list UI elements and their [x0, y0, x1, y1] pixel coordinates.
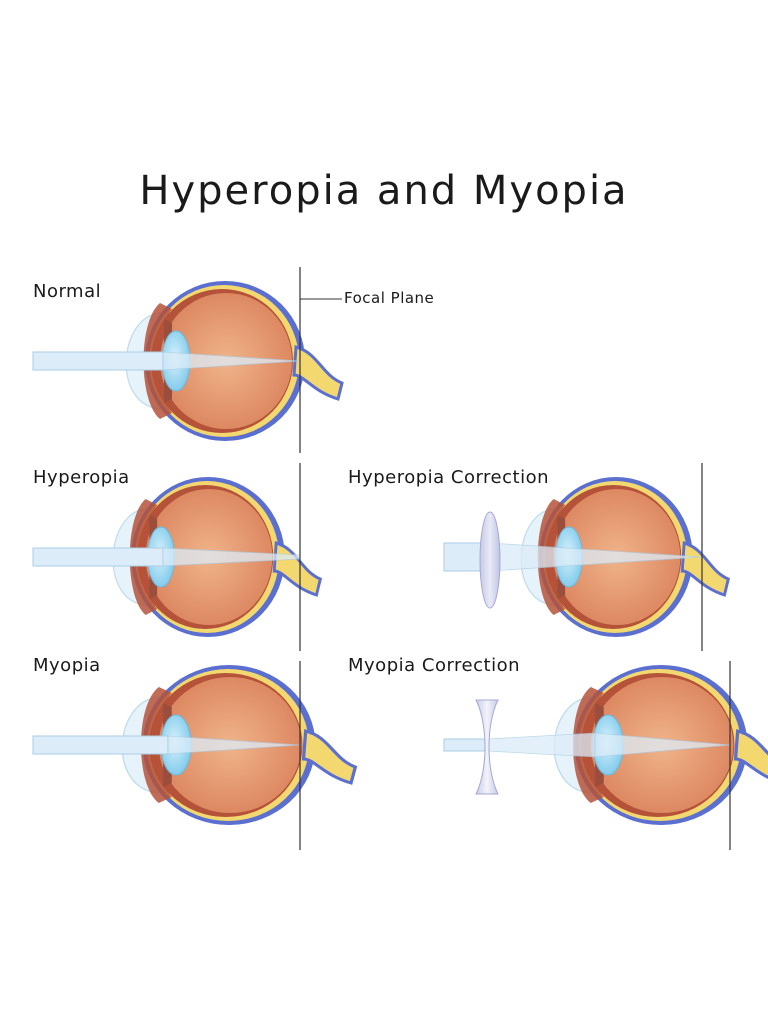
- label-hyperopia: Hyperopia: [33, 467, 130, 488]
- label-normal: Normal: [33, 281, 102, 302]
- concave-lens: [475, 699, 499, 795]
- label-hyperopia-correction: Hyperopia Correction: [348, 467, 550, 488]
- beam-hyperopia: [32, 547, 301, 567]
- focal-plane-label: Focal Plane: [344, 289, 435, 307]
- label-myopia-correction: Myopia Correction: [348, 655, 520, 676]
- convex-lens: [479, 511, 501, 609]
- label-myopia: Myopia: [33, 655, 101, 676]
- page-title: Hyperopia and Myopia: [139, 168, 629, 214]
- beam-myopia-correction: [443, 732, 731, 758]
- eye-normal: [32, 279, 344, 443]
- beam-myopia: [32, 735, 301, 755]
